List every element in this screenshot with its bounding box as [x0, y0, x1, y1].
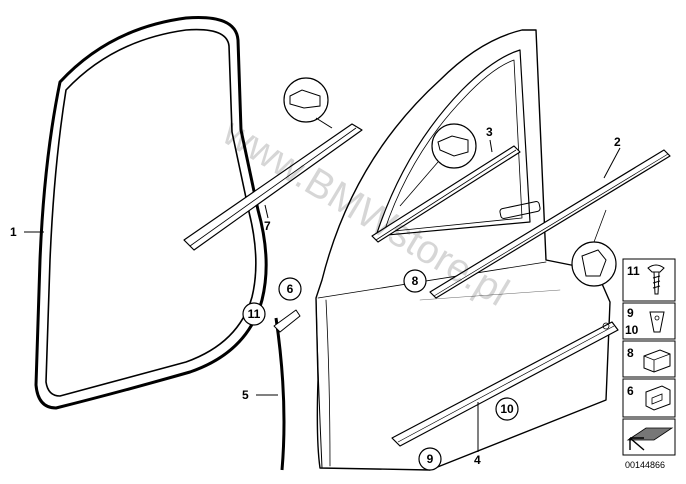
leader-2 [603, 147, 621, 179]
legend-label-10: 10 [625, 323, 639, 337]
callout-6-label: 6 [287, 282, 294, 296]
legend-cell-9-10 [622, 302, 676, 340]
detail-view-2 [571, 209, 617, 287]
callout-1: 1 [10, 225, 17, 239]
legend-label-11: 11 [627, 264, 640, 278]
callout-8: 8 [403, 269, 427, 293]
legend-cell-6 [622, 378, 676, 418]
bottom-seal-part-4 [391, 321, 619, 447]
door-seal-frame [34, 15, 268, 410]
window-channel-part-3 [371, 145, 521, 243]
screw-icon [647, 264, 665, 295]
callout-9-label: 9 [427, 452, 434, 466]
detail-view-3 [399, 123, 477, 207]
legend-cell-8 [622, 340, 676, 378]
callout-3: 3 [486, 125, 493, 139]
leader-7 [264, 204, 269, 219]
callout-7: 7 [264, 219, 271, 233]
callout-11-label: 11 [248, 307, 261, 321]
arrow-pointer-icon [626, 427, 674, 451]
callout-10: 10 [495, 397, 519, 421]
door-panel [315, 29, 611, 471]
doc-number: 00144866 [625, 460, 665, 470]
callout-9: 9 [418, 447, 442, 471]
callout-10-label: 10 [500, 402, 514, 416]
pad-icon [643, 349, 671, 373]
detail-view-7 [283, 77, 333, 129]
legend-label-8: 8 [627, 346, 634, 360]
callout-2: 2 [614, 135, 621, 149]
callout-4: 4 [474, 453, 481, 467]
weatherstrip-part-7 [183, 123, 363, 251]
legend-label-6: 6 [627, 384, 634, 398]
moulding-part-2 [429, 149, 671, 299]
bracket-clip-icon [645, 385, 671, 411]
callout-8-label: 8 [412, 274, 419, 288]
parts-legend: 11 9 10 8 6 00144866 [622, 258, 676, 470]
callout-5: 5 [242, 388, 249, 402]
clip-icon [649, 311, 665, 333]
callout-11: 11 [242, 302, 266, 326]
leader-3 [489, 139, 493, 153]
callout-6: 6 [278, 277, 302, 301]
legend-cell-11 [622, 258, 676, 302]
lower-strip-part-5 [273, 309, 301, 471]
legend-label-9: 9 [627, 306, 634, 320]
